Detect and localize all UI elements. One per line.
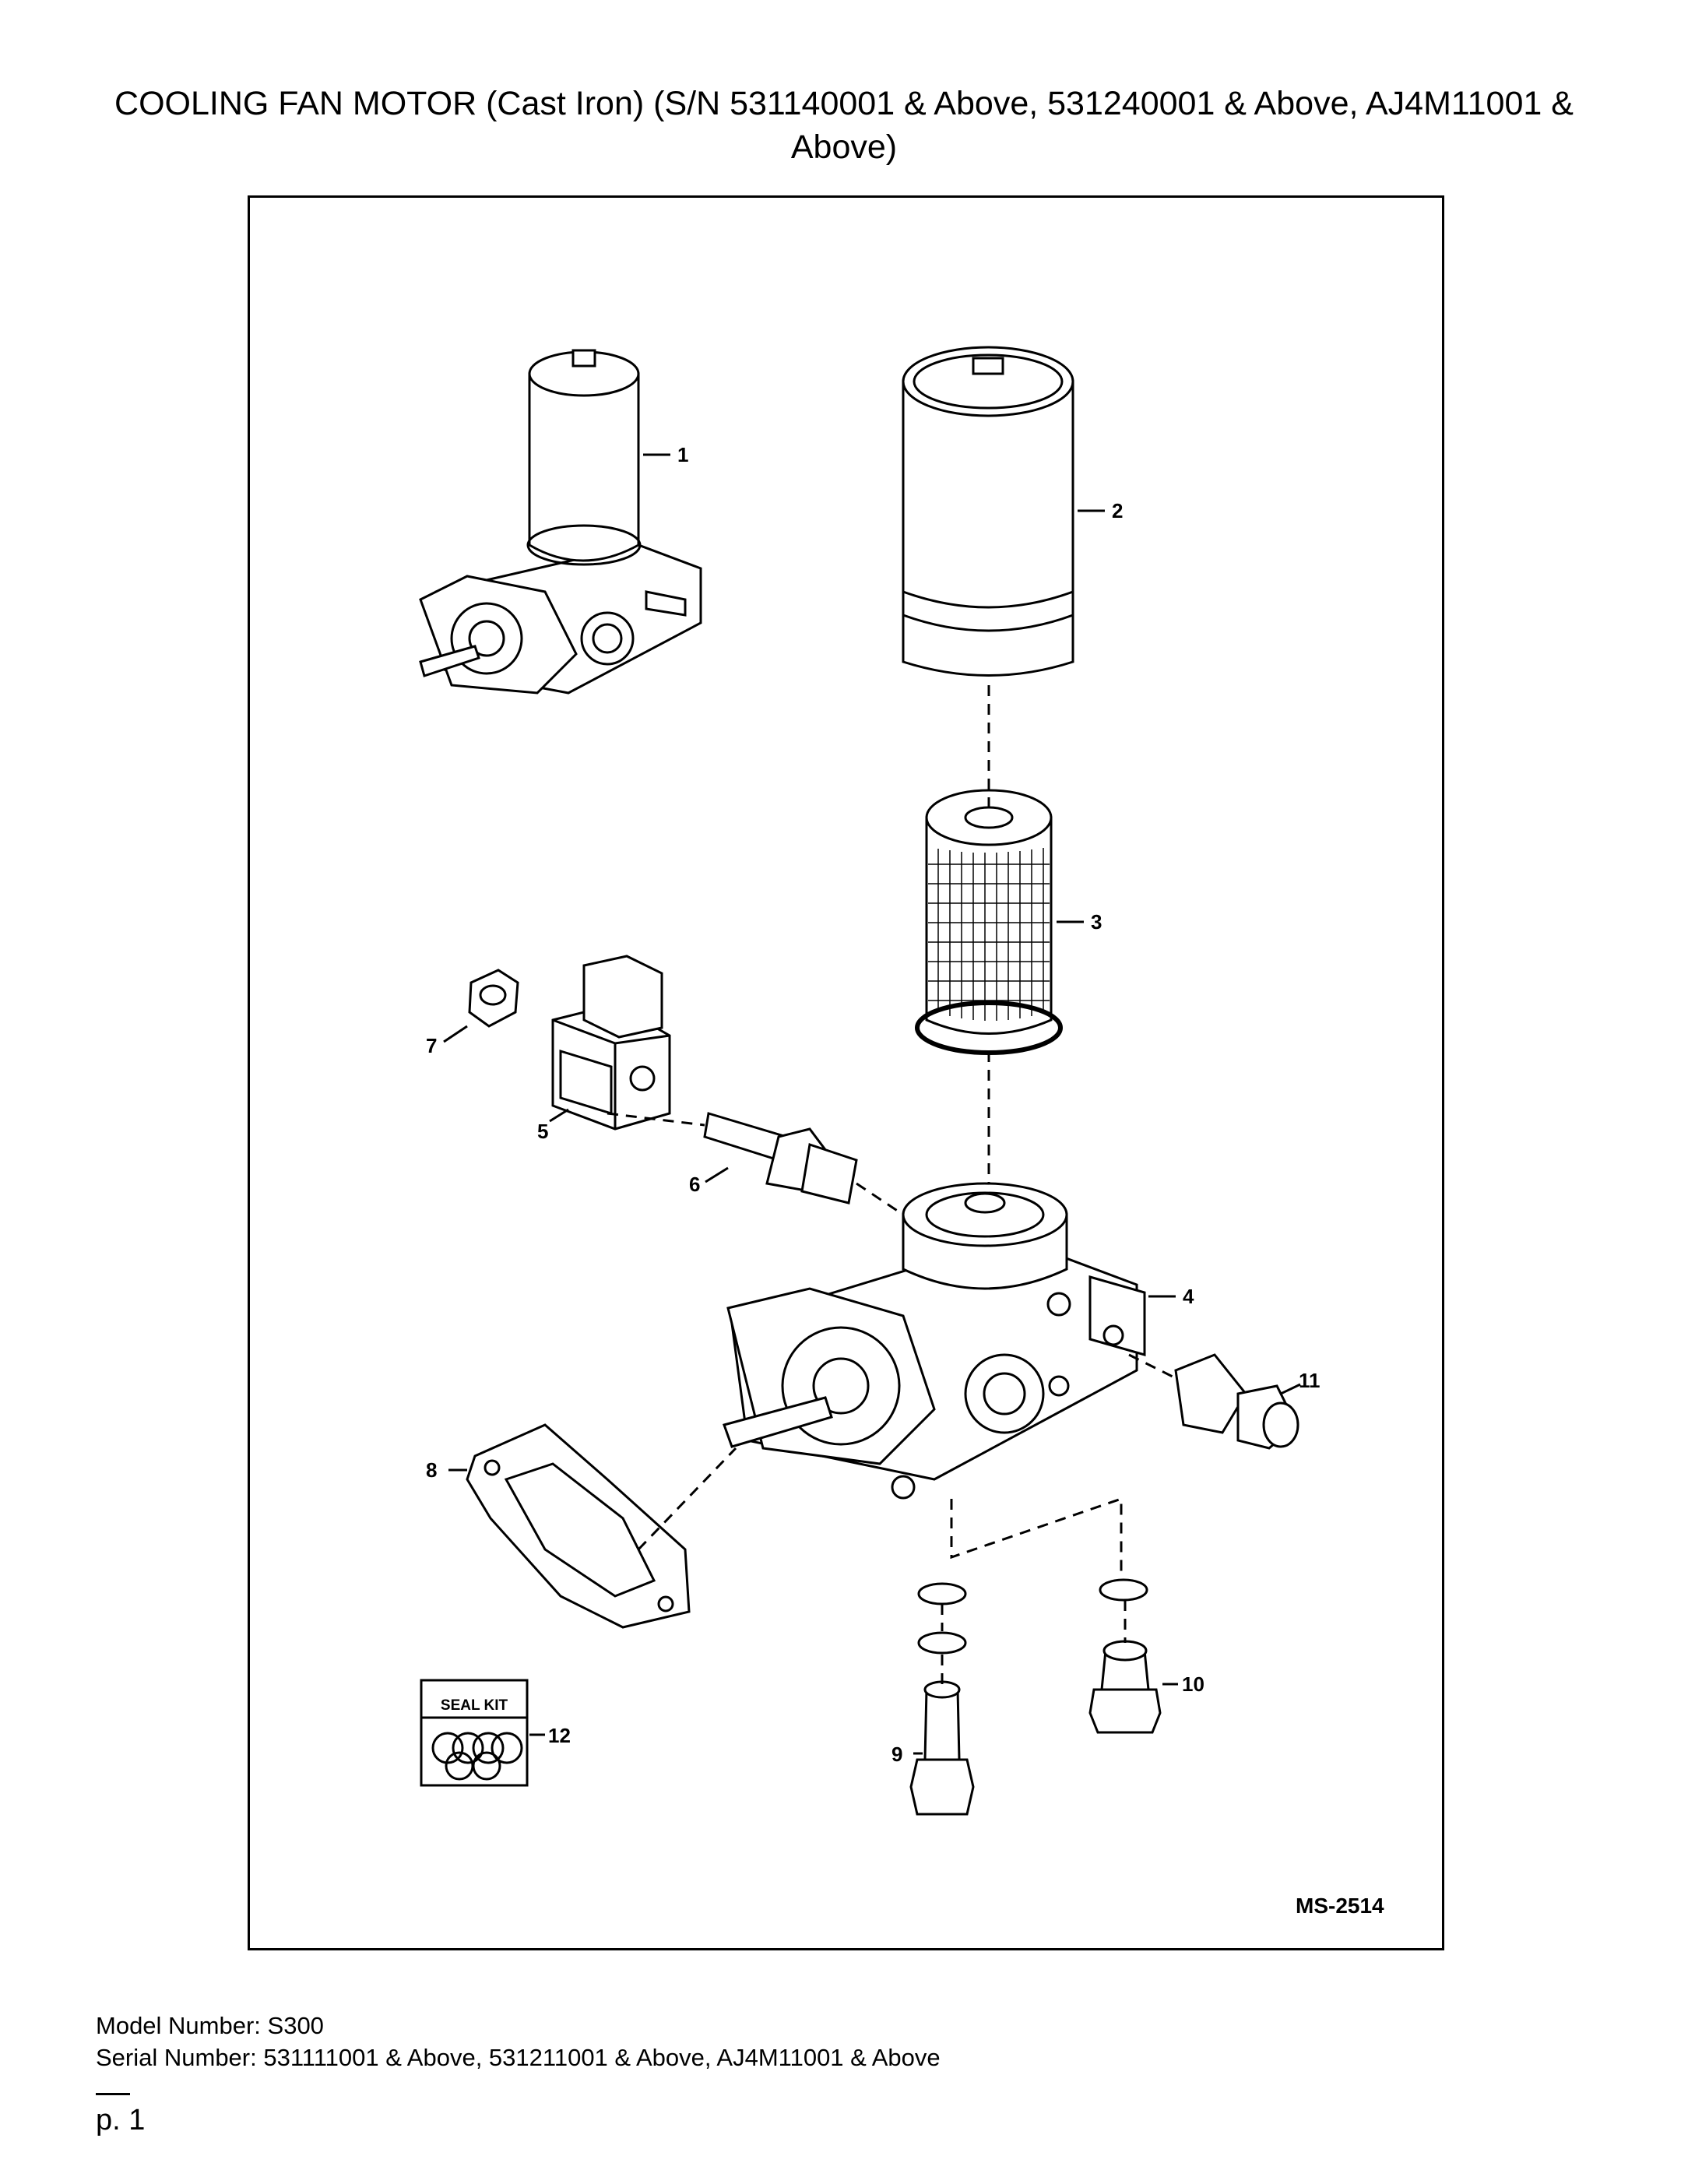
o-rings (917, 1578, 1148, 1655)
callout-1: 1 (677, 443, 688, 466)
footer-rule (96, 2093, 130, 2095)
part-9-adapter-fitting (909, 1680, 975, 1816)
callout-8: 8 (426, 1458, 437, 1482)
serial-number: Serial Number: 531111001 & Above, 531211… (96, 2044, 941, 2071)
page-title: COOLING FAN MOTOR (Cast Iron) (S/N 53114… (114, 85, 1574, 166)
part-6-cartridge-valve (703, 1112, 858, 1205)
part-12-seal-kit (420, 1679, 529, 1787)
assembly-lines (607, 685, 1176, 1686)
callout-3: 3 (1091, 910, 1102, 934)
part-7-nut (468, 969, 519, 1028)
callout-6: 6 (689, 1173, 700, 1196)
part-1-motor-assembly (419, 349, 702, 695)
seal-kit-label: SEAL KIT (441, 1697, 508, 1714)
callout-7: 7 (426, 1034, 437, 1057)
part-8-gasket (466, 1423, 691, 1629)
part-5-solenoid-coil (551, 955, 671, 1131)
diagram-frame (248, 195, 1444, 1950)
part-10-fitting (1088, 1640, 1162, 1734)
page-number: p. 1 (96, 2104, 146, 2137)
callout-10: 10 (1182, 1672, 1204, 1696)
callout-12: 12 (548, 1724, 571, 1747)
callout-2: 2 (1112, 499, 1123, 522)
callout-4: 4 (1183, 1285, 1194, 1308)
model-number: Model Number: S300 (96, 2012, 324, 2039)
callout-5: 5 (537, 1120, 548, 1143)
part-2-filter-housing (902, 346, 1074, 677)
callout-9: 9 (891, 1743, 902, 1766)
callout-labels: 1 2 3 4 5 6 7 8 9 10 11 12 (426, 443, 1321, 1766)
part-4-motor-body (723, 1182, 1146, 1500)
drawing-id: MS-2514 (1296, 1894, 1384, 1918)
part-3-filter-mesh (928, 848, 1050, 1021)
part-11-fitting (1174, 1353, 1299, 1450)
leader-lines (443, 453, 1301, 1755)
callout-11: 11 (1299, 1369, 1321, 1392)
